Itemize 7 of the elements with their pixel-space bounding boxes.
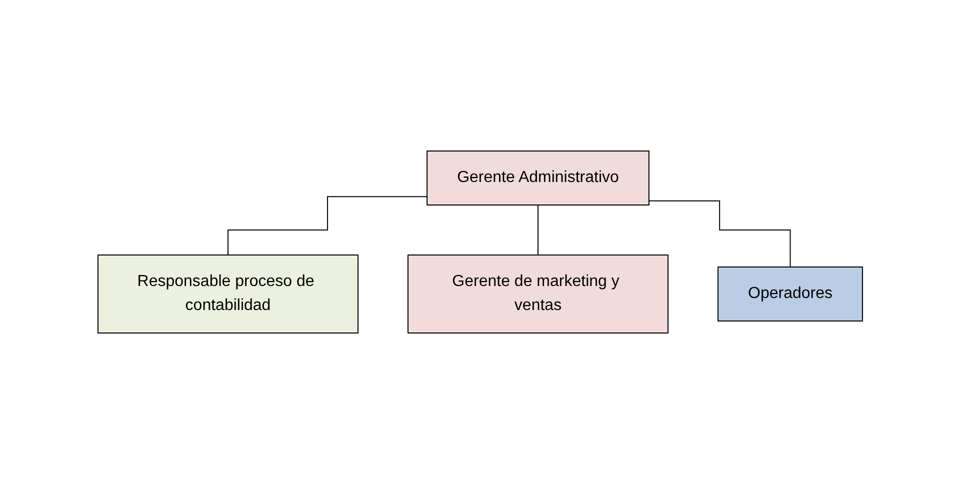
connector: [648, 200, 791, 267]
node-box: Responsable proceso de contabilidad: [98, 254, 359, 333]
node-box: Gerente Administrativo: [426, 150, 650, 205]
node-box: Gerente de marketing y ventas: [408, 254, 669, 333]
connector: [228, 196, 428, 255]
connector: [538, 204, 539, 255]
node-box: Operadores: [718, 266, 864, 321]
